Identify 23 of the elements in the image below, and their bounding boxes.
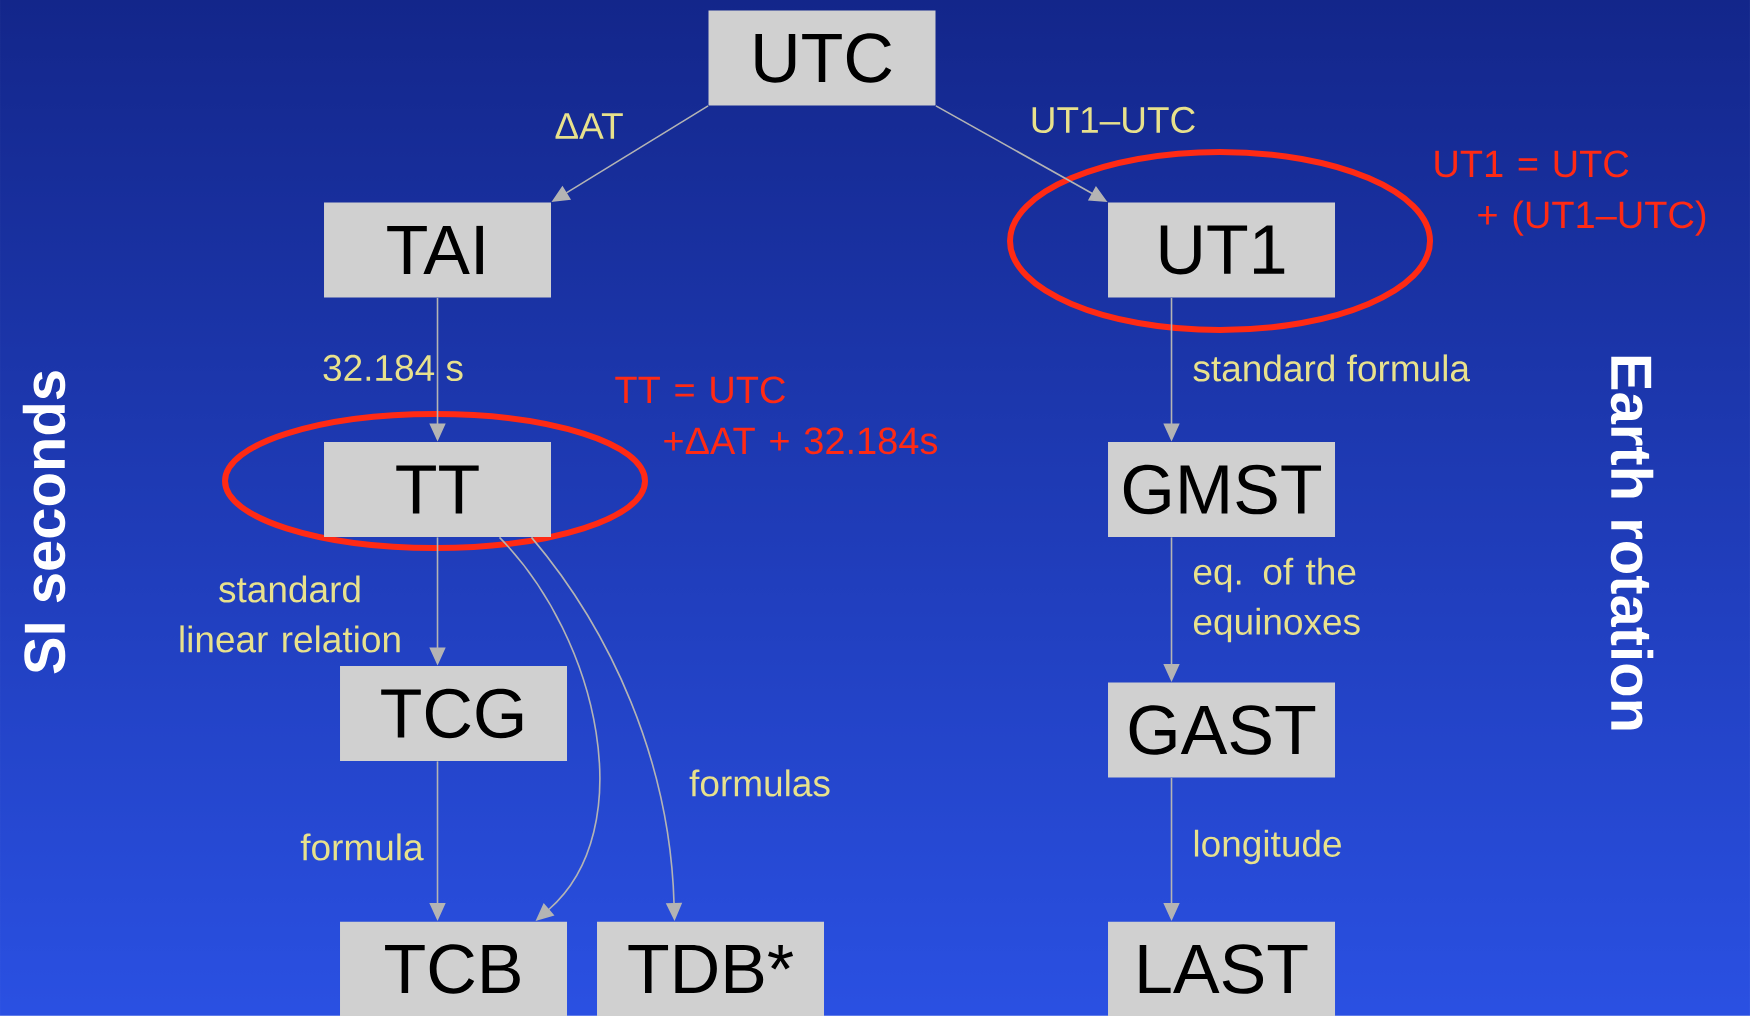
annotation-text: UT1 = UTC + (UT1–UTC) (1435, 150, 1706, 236)
edge-label: ΔAT (555, 113, 623, 139)
time-scale-box: TCB (340, 921, 567, 1016)
time-scale-box: UT1 (1108, 202, 1335, 298)
edge-label: formula (300, 833, 424, 861)
edge-label: standard formula (1193, 354, 1470, 382)
edge-label: eq. of the equinoxes (1194, 557, 1360, 643)
time-scale-box: TDB* (597, 921, 824, 1016)
time-scale-box: TCG (340, 666, 567, 761)
time-scale-box: LAST (1108, 921, 1335, 1016)
edge-label: 32.184 s (323, 354, 463, 382)
side-title: Earth rotation (1610, 356, 1654, 730)
annotation-text: TT = UTC +ΔAT + 32.184s (615, 376, 938, 455)
side-title: SI seconds (22, 371, 66, 674)
edge-label: UT1–UTC (1032, 106, 1195, 134)
edge-label: standard linear relation (180, 575, 400, 653)
time-scale-box: TT (324, 442, 551, 537)
edge-label: longitude (1194, 829, 1341, 865)
time-scale-box: UTC (708, 10, 936, 106)
time-scale-box: GMST (1108, 442, 1335, 537)
time-scale-box: TAI (324, 202, 551, 298)
time-scale-box: GAST (1108, 682, 1335, 778)
edge-label: formulas (689, 769, 830, 797)
